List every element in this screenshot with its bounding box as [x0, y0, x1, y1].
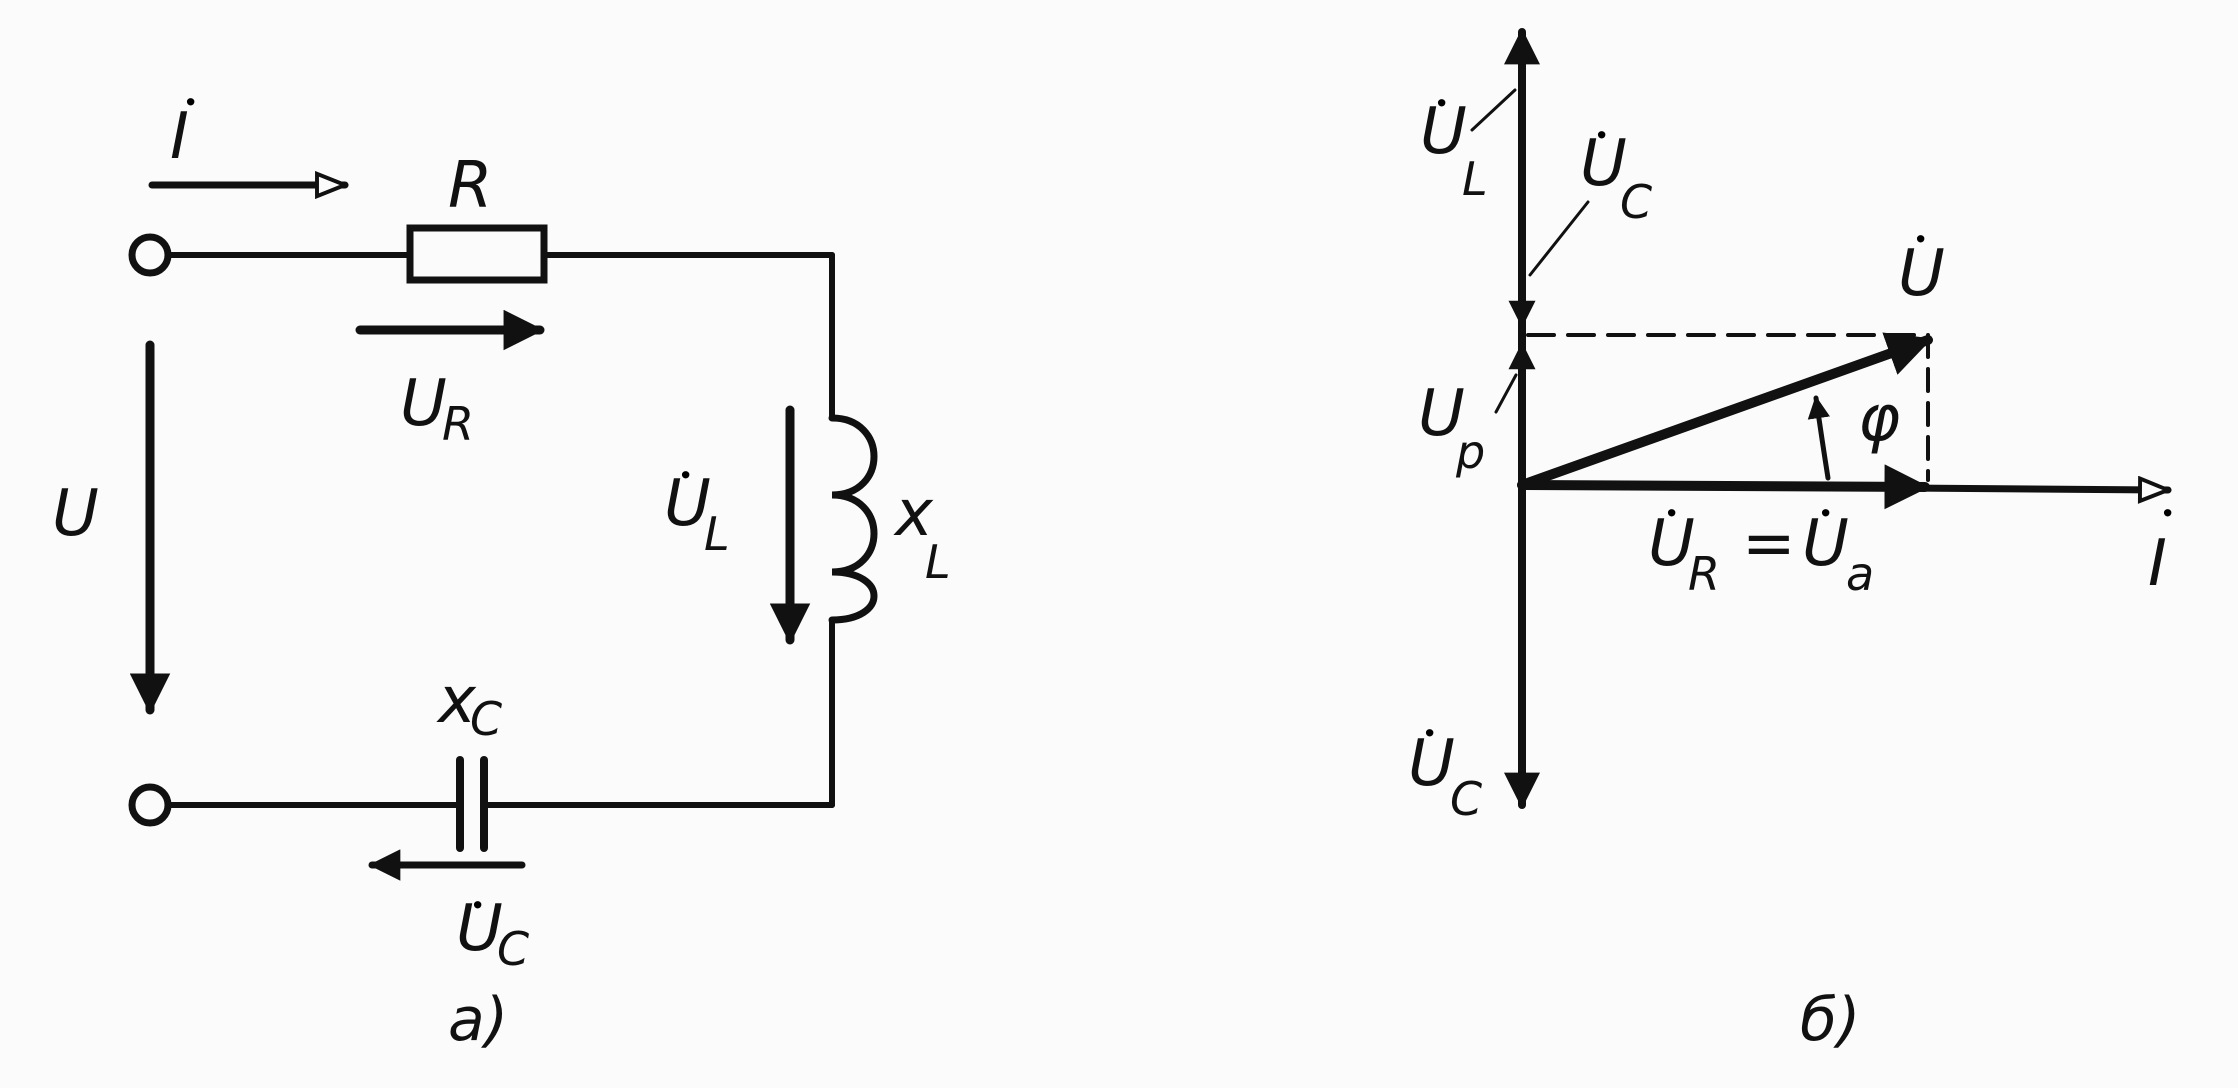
ul-leader — [1470, 88, 1517, 132]
ua-subscript: a — [1846, 547, 1874, 601]
svg-text:·: · — [183, 76, 198, 127]
current-label: I — [170, 100, 189, 174]
resistor-voltage-label: U — [400, 367, 447, 441]
ur-subscript: R — [1688, 547, 1720, 601]
inductor-voltage-subscript: L — [704, 507, 730, 561]
svg-text:·: · — [2160, 487, 2175, 538]
panel-b-phasor-diagram — [1470, 28, 2168, 809]
ul-label: U — [1420, 95, 1467, 169]
svg-text:·: · — [1594, 109, 1609, 160]
u-total-label: U — [1898, 237, 1945, 311]
panel-a-circuit — [128, 185, 878, 881]
source-voltage-label: U — [52, 477, 99, 551]
inductor-voltage-label: U — [664, 467, 711, 541]
phi-arc — [1807, 395, 1831, 481]
resistor-label: R — [448, 149, 492, 223]
ur-phasor — [1517, 464, 1930, 510]
uc-top-subscript: C — [1620, 175, 1652, 229]
uc-top-label: U — [1580, 127, 1627, 201]
panel-a-labels: · I R U R U · U L x L x C · U C a) — [52, 76, 951, 1055]
resistor-r — [406, 224, 548, 284]
svg-text:·: · — [1818, 487, 1833, 538]
u-total-phasor — [1517, 332, 1933, 490]
svg-text:·: · — [1422, 707, 1437, 758]
input-terminal-top — [128, 233, 172, 277]
capacitor-reactance-label: x — [436, 664, 477, 738]
inductor-reactance-label: x — [893, 477, 934, 551]
phi-label: φ — [1858, 382, 1900, 456]
panel-b-caption: б) — [1800, 985, 1860, 1055]
ua-label: U — [1802, 507, 1849, 581]
capacitor-voltage-label: U — [456, 892, 503, 966]
ur-label: U — [1648, 507, 1695, 581]
svg-text:·: · — [678, 449, 693, 500]
svg-text:·: · — [1664, 487, 1679, 538]
panel-a-caption: a) — [448, 985, 508, 1055]
equals-sign: = — [1742, 507, 1796, 581]
current-i-label: I — [2148, 527, 2167, 601]
input-terminal-bottom — [128, 783, 172, 827]
inductor-reactance-subscript: L — [925, 535, 951, 589]
capacitor-reactance-subscript: C — [470, 692, 502, 746]
resistor-voltage-subscript: R — [442, 397, 474, 451]
capacitor-voltage-subscript: C — [497, 922, 529, 976]
up-label: U — [1418, 377, 1465, 451]
inductor-coil — [828, 414, 878, 624]
svg-text:·: · — [470, 879, 485, 930]
up-leader — [1494, 373, 1518, 414]
ul-subscript: L — [1462, 152, 1488, 206]
up-subscript: p — [1455, 425, 1485, 479]
uc-top-leader — [1528, 200, 1590, 277]
uc-bottom-label: U — [1408, 727, 1455, 801]
uc-bottom-subscript: C — [1450, 772, 1482, 826]
svg-text:·: · — [1913, 213, 1928, 264]
svg-text:·: · — [1434, 77, 1449, 128]
panel-b-labels: · U L · U C · U φ U p · U R = · U a · I … — [1408, 77, 2175, 1055]
